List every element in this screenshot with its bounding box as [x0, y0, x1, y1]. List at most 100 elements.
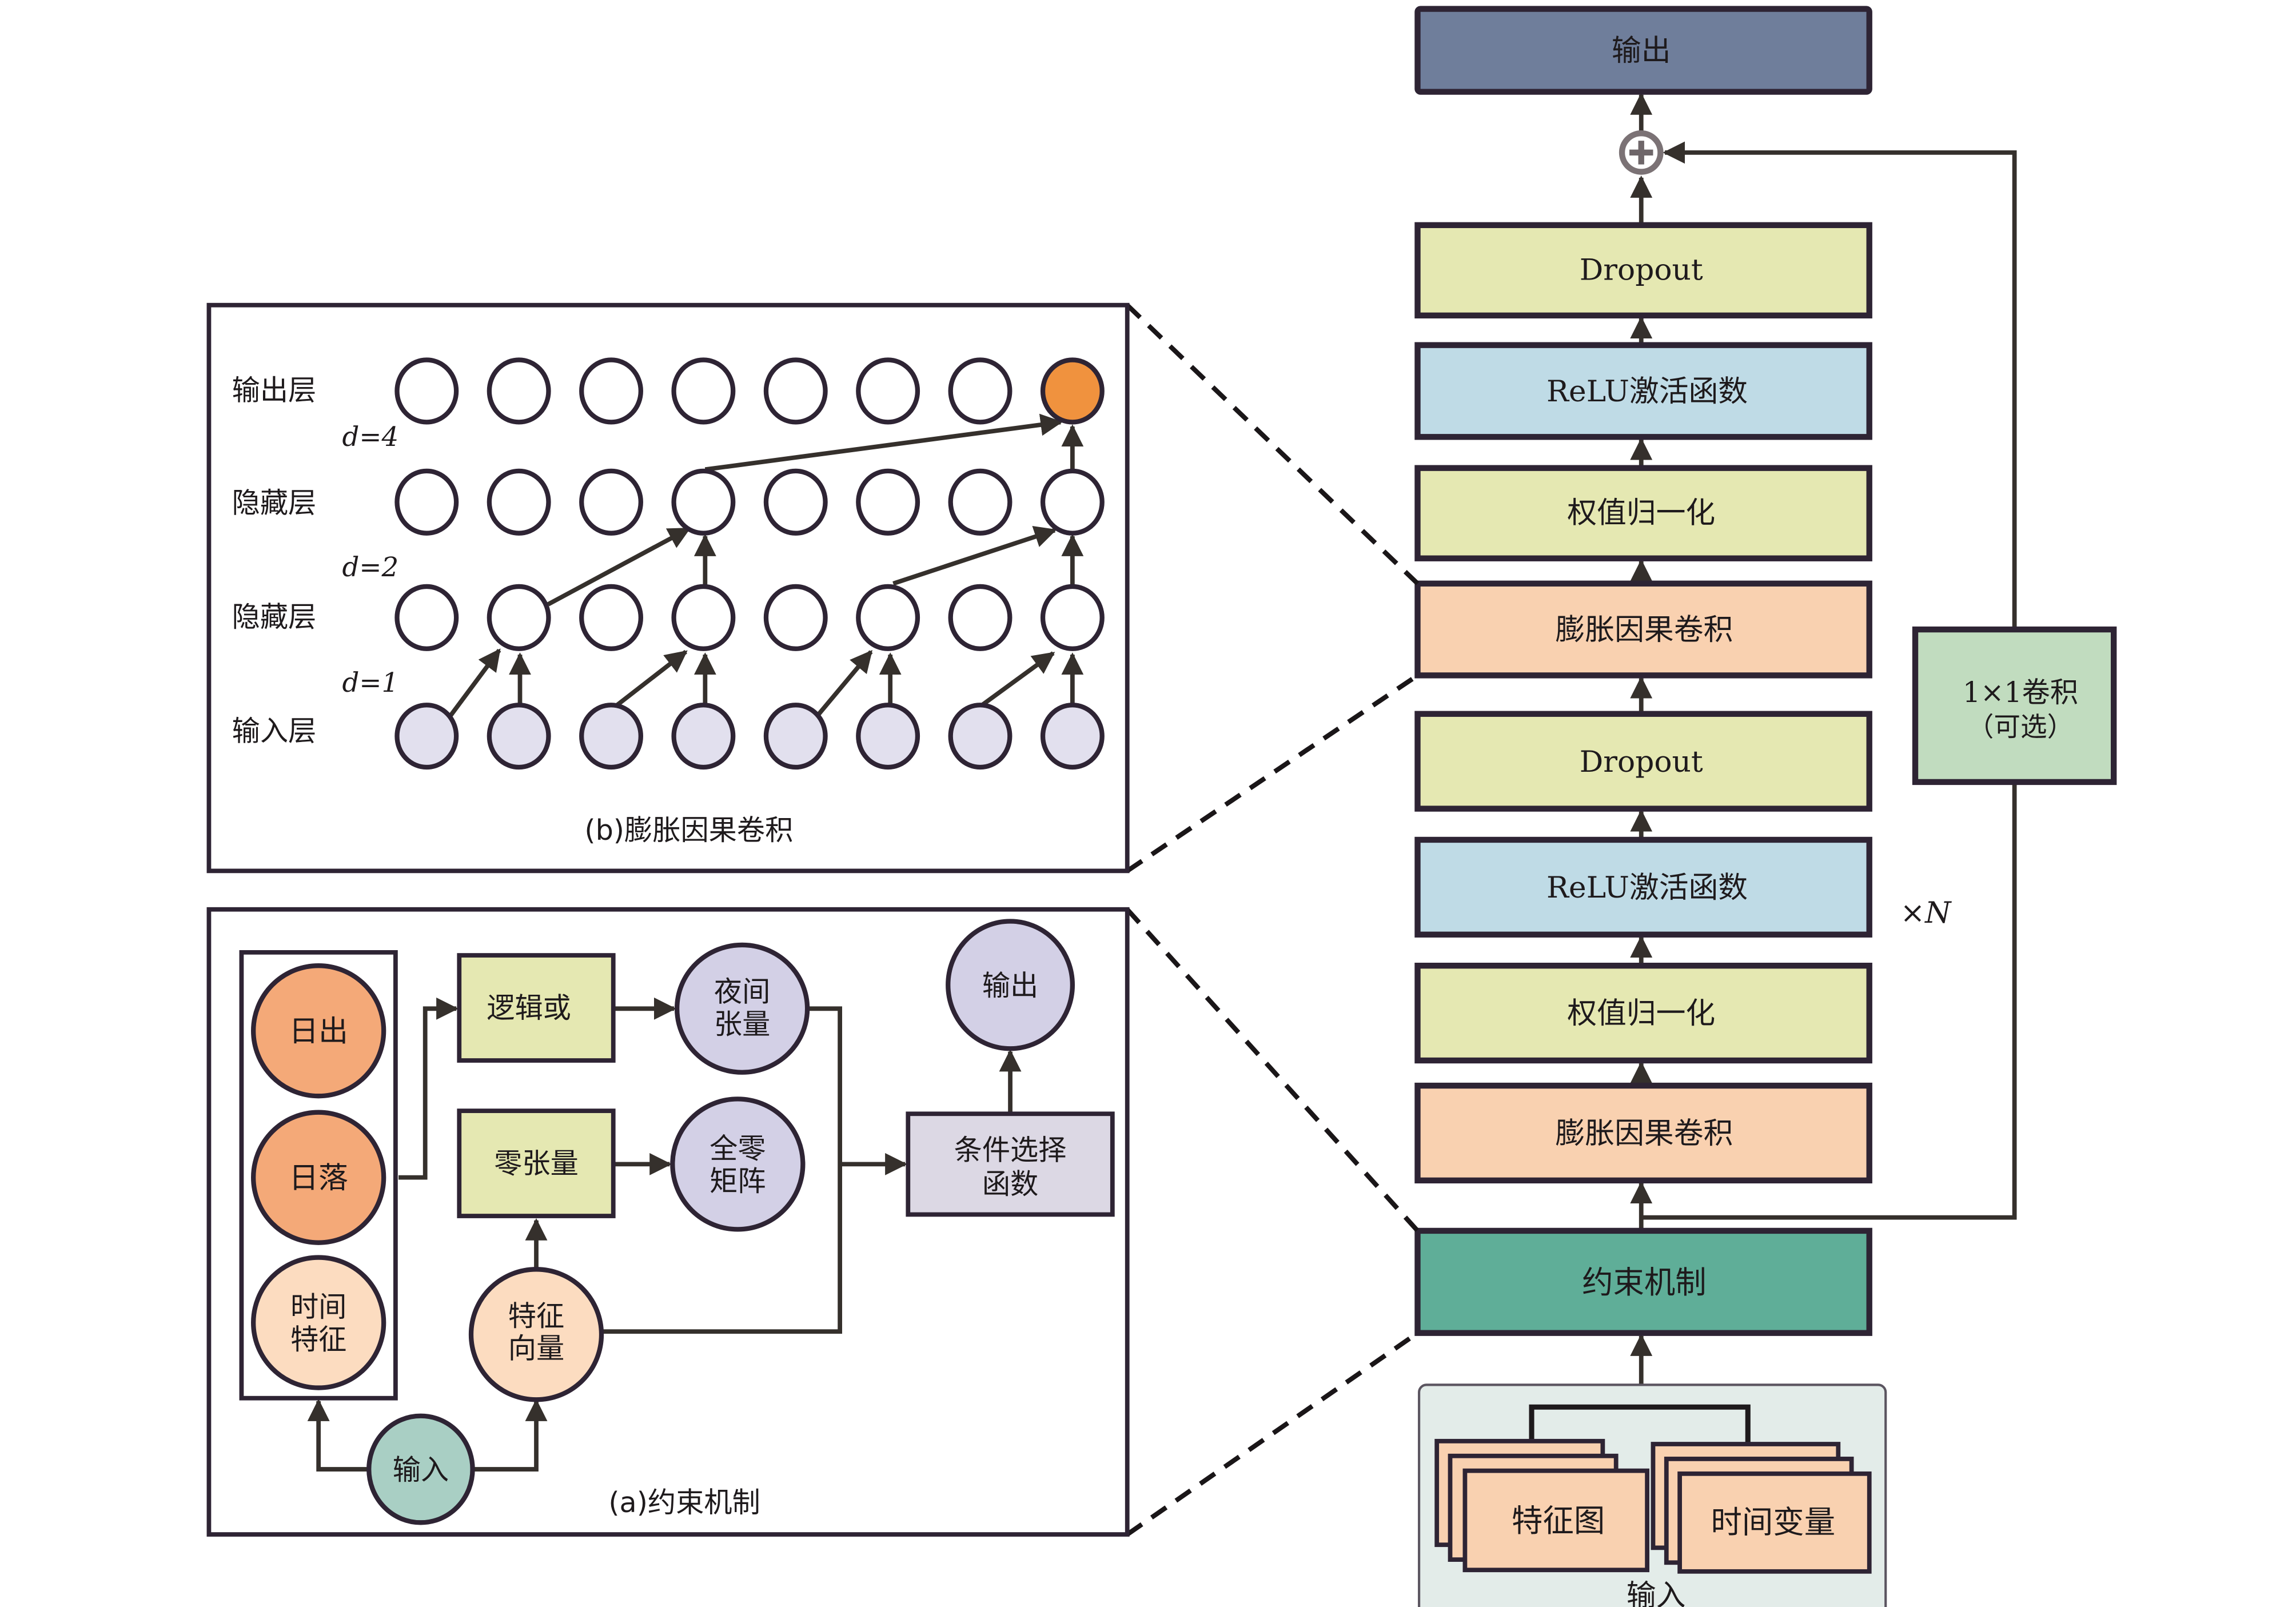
dilation-label-2: d=2: [342, 552, 399, 583]
input-layer-node: [579, 703, 643, 770]
output-layer-node: [948, 357, 1013, 425]
sunrise-node: [251, 963, 386, 1099]
select-function-label-1: 条件选择: [954, 1134, 1067, 1167]
residual-line-lower: [1641, 781, 2017, 1220]
night-tensor-label-2: 张量: [714, 1007, 770, 1040]
all-zero-label-1: 全零: [709, 1132, 766, 1165]
hidden-layer-1-node: [856, 584, 920, 651]
feature-vector-node: [468, 1267, 604, 1402]
residual-line-upper: [1663, 141, 2017, 630]
edge-input-to-feature: [471, 1398, 548, 1472]
zoom-line-b-top: [1125, 303, 1420, 585]
input-layer-node: [487, 703, 551, 770]
dropout-label: Dropout: [1580, 253, 1703, 288]
all-zero-matrix-node: [670, 1096, 806, 1232]
conv1x1-block: 1×1卷积 （可选）: [1912, 626, 2117, 785]
dilation-label-4: d=4: [342, 421, 399, 452]
input-node: [366, 1413, 475, 1525]
edge: [980, 651, 1055, 707]
hidden-layer-2-node: [763, 468, 828, 536]
feature-map-card-front: [1462, 1468, 1649, 1573]
edge-input-to-time-group: [307, 1398, 369, 1472]
output-layer-node: [579, 357, 643, 425]
output-layer-node: [763, 357, 828, 425]
input-layer-node: [394, 703, 459, 770]
time-variable-label: 时间变量: [1711, 1504, 1836, 1540]
select-function-label-2: 函数: [982, 1167, 1038, 1201]
constraint-output-node: [946, 919, 1075, 1051]
weight-norm-label: 权值归一化: [1567, 996, 1715, 1031]
dilation-label-1: d=1: [342, 667, 399, 698]
all-zero-label-2: 矩阵: [709, 1165, 766, 1198]
hidden-layer-2-node: [394, 468, 459, 536]
conv1x1-label: 1×1卷积: [1963, 676, 2078, 709]
edge-night-feature-merge: [601, 1006, 843, 1334]
hidden-layer-1-node: [487, 584, 551, 651]
weight-norm-box: [1414, 963, 1872, 1064]
output-layer-node: [394, 357, 459, 425]
zoom-line-a-top: [1125, 907, 1420, 1233]
main-stack: 输出 Dropout ReLU激活函数 权值归一化 膨胀因果卷积 Dropout…: [1414, 6, 2117, 1607]
constraint-block: 约束机制: [1414, 1227, 1872, 1336]
feature-map-stack: 特征图: [1434, 1438, 1649, 1573]
constraint-box: [1414, 1227, 1872, 1336]
panel-b-edges: [445, 413, 1084, 721]
hidden-layer-2-node: [1040, 468, 1105, 536]
time-feature-label-1: 时间: [290, 1290, 346, 1323]
night-tensor-node: [674, 942, 810, 1075]
residual-block-top: Dropout ReLU激活函数 权值归一化 膨胀因果卷积: [1414, 222, 1872, 679]
input-layer-node: [671, 703, 736, 770]
relu-box: [1414, 836, 1872, 938]
output-layer-node: [487, 357, 551, 425]
hidden-layer-2-node: [671, 468, 736, 536]
dropout-box: [1414, 711, 1872, 812]
feature-vector-label-2: 向量: [508, 1332, 564, 1365]
output-label: 输出: [1612, 34, 1671, 68]
hidden-layer-1-node: [394, 584, 459, 651]
edge: [892, 526, 1057, 586]
logic-or-label: 逻辑或: [487, 991, 571, 1024]
panel-constraint-mechanism: 日出 日落 时间 特征 逻辑或 零张量 夜间 张量 全零 矩阵 特征 向量 输入…: [206, 907, 1130, 1537]
input-layer-node: [1040, 703, 1105, 770]
panel-b-caption: (b)膨胀因果卷积: [584, 814, 793, 847]
input-node-label: 输入: [393, 1453, 449, 1486]
edge: [816, 649, 873, 717]
feature-map-label: 特征图: [1512, 1503, 1605, 1539]
edge: [704, 413, 1063, 472]
relu-box: [1414, 342, 1872, 440]
hidden-layer-1-node: [1040, 584, 1105, 651]
layer-label-output: 输出层: [232, 374, 317, 407]
relu-label: ReLU激活函数: [1546, 374, 1748, 409]
panel-b-nodes: [394, 357, 1105, 770]
time-feature-node: [251, 1255, 386, 1390]
edge: [612, 649, 688, 710]
hidden-layer-1-node: [948, 584, 1013, 651]
time-variable-stack: 时间变量: [1651, 1442, 1872, 1574]
hidden-layer-2-node: [948, 468, 1013, 536]
constraint-label: 约束机制: [1582, 1265, 1707, 1301]
feature-vector-label-1: 特征: [508, 1299, 564, 1333]
dropout-label: Dropout: [1580, 745, 1703, 779]
night-tensor-label-1: 夜间: [714, 975, 770, 1008]
time-variable-card-front: [1677, 1471, 1872, 1574]
hidden-layer-1-node: [763, 584, 828, 651]
zoom-line-a-bottom: [1126, 1331, 1419, 1537]
conv1x1-box: [1912, 626, 2117, 785]
select-function-box: [906, 1111, 1115, 1217]
zero-tensor-box: [457, 1108, 616, 1218]
input-label: 输入: [1627, 1578, 1686, 1607]
repeat-n-label: ×N: [1900, 896, 1952, 930]
input-layer-node: [763, 703, 828, 770]
output-block: 输出: [1414, 6, 1872, 95]
constraint-output-label: 输出: [982, 969, 1038, 1002]
layer-label-input: 输入层: [232, 714, 317, 747]
dropout-box: [1414, 222, 1872, 319]
output-layer-node: [1040, 357, 1105, 425]
residual-block-bottom: Dropout ReLU激活函数 权值归一化 膨胀因果卷积: [1414, 711, 1872, 1184]
sunrise-label: 日出: [289, 1014, 348, 1048]
input-merge-line: [1529, 1404, 1751, 1449]
weight-norm-box: [1414, 465, 1872, 561]
zero-tensor-label: 零张量: [494, 1147, 579, 1180]
dilated-conv-box: [1414, 580, 1872, 679]
